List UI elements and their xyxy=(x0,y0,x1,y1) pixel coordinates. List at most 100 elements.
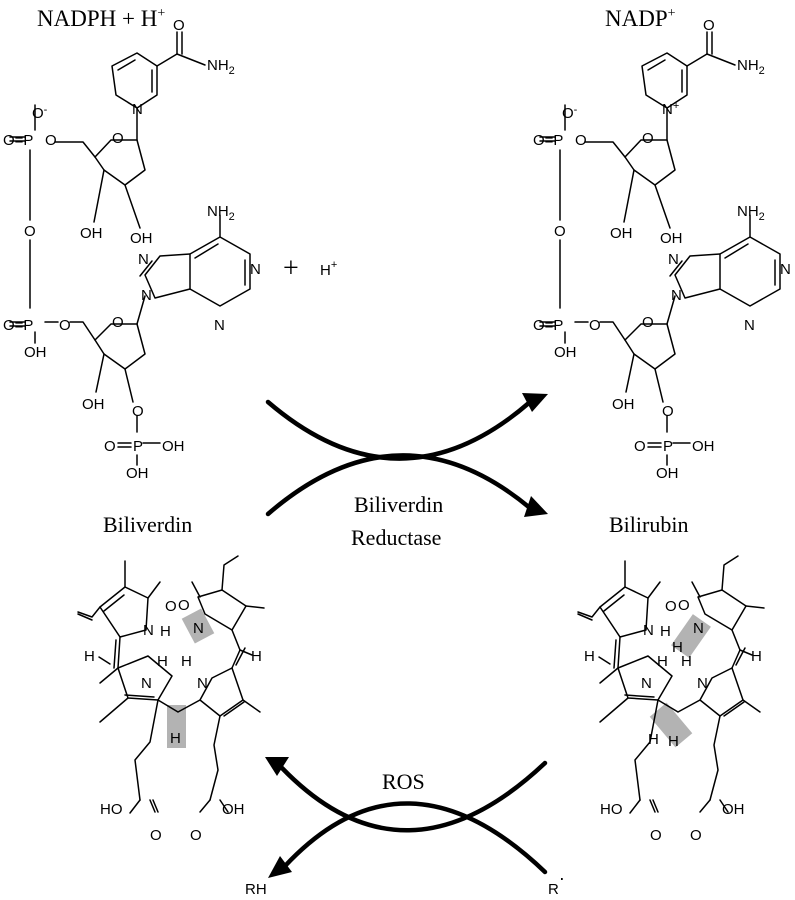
adenine-n7-label: N xyxy=(668,251,679,268)
phosphate-oeqp-label: O=P xyxy=(3,132,33,149)
radical-dot: · xyxy=(559,868,565,888)
adenine-n3-label: N xyxy=(744,317,755,334)
bridge-h-label: H xyxy=(170,730,181,747)
nicotinamide-n-label: N xyxy=(132,101,143,118)
carboxyl-o-label: O xyxy=(690,827,702,844)
enzyme-label-line1: Biliverdin xyxy=(354,492,443,517)
hydroxyl-label: OH xyxy=(554,344,577,361)
lactam-oxygen-label: O xyxy=(165,598,177,615)
nh-highlight xyxy=(671,614,711,658)
svg-text:NADP+: NADP+ xyxy=(605,6,676,31)
nadp-title-sup: + xyxy=(668,6,676,21)
adenine-n1-label: N xyxy=(780,261,791,278)
phosphate-oeqp-label: O=P xyxy=(533,317,563,334)
hydroxyl-label: OH xyxy=(80,225,103,242)
ring-b-n-label: N xyxy=(641,675,652,692)
carboxyl-oh-label: OH xyxy=(222,801,245,818)
meso-h-label: H xyxy=(84,648,95,665)
imine-highlight xyxy=(181,608,215,644)
amide-nh2-label: NH2 xyxy=(207,57,235,77)
enzyme-label-line2: Reductase xyxy=(351,525,441,550)
methine-highlight xyxy=(167,705,186,748)
carbonyl-oxygen-label: O xyxy=(173,17,185,34)
oxygen-label: O xyxy=(132,403,144,420)
ring-oxygen-label: O xyxy=(112,314,124,331)
adenine-n9-label: N xyxy=(141,287,152,304)
ring-d-h-label: H xyxy=(672,639,683,656)
nadph-structure: O- O=P O O N O NH2 OH OH O O=P O OH O OH… xyxy=(3,17,261,482)
biliverdin-label: Biliverdin xyxy=(103,512,192,537)
proton-sup: + xyxy=(331,259,337,271)
lactam-oxygen-label-d: O xyxy=(178,597,190,614)
hydroxyl-label: OH xyxy=(82,396,105,413)
carbonyl-oxygen-label: O xyxy=(703,17,715,34)
carboxyl-ho-label: HO xyxy=(600,801,623,818)
hydroxyl-label: OH xyxy=(610,225,633,242)
adenine-nh2-label: NH2 xyxy=(737,203,765,223)
ring-d-n-label: N xyxy=(193,620,204,637)
ring-oxygen-label: O xyxy=(112,130,124,147)
nadp-title-text: NADP xyxy=(605,6,668,31)
ring-a-n-label: N xyxy=(643,622,654,639)
oxygen-label: O xyxy=(45,132,57,149)
ring-oxygen-label: O xyxy=(642,314,654,331)
carboxyl-o-label: O xyxy=(190,827,202,844)
ros-label: ROS xyxy=(382,769,425,794)
meso-h-label: H xyxy=(751,648,762,665)
methylene-highlight xyxy=(649,702,693,748)
proton-h: H xyxy=(320,262,331,279)
phosphate-oeqp-label: O=P xyxy=(3,317,33,334)
adenine-n3-label: N xyxy=(214,317,225,334)
nadph-title: NADPH + H+ xyxy=(37,6,165,31)
radical-arrow xyxy=(268,801,548,878)
radical-r: R xyxy=(548,881,559,898)
ring-c-h-label: H xyxy=(181,653,192,670)
plus-text: + xyxy=(283,253,299,284)
hydroxyl-label: OH xyxy=(130,230,153,247)
carboxyl-ho-label: HO xyxy=(100,801,123,818)
hydroxyl-label: OH xyxy=(612,396,635,413)
radical-label: R· xyxy=(548,868,565,898)
phosphorus-label: P xyxy=(133,438,143,455)
hydroxyl-label: OH xyxy=(24,344,47,361)
ring-b-h-label: H xyxy=(157,653,168,670)
methylene-h2-label: H xyxy=(668,733,679,750)
bridge-oxygen-label: O xyxy=(24,223,36,240)
bilirubin-label: Bilirubin xyxy=(609,512,688,537)
ring-b-n-label: N xyxy=(141,675,152,692)
phosphorus-label: P xyxy=(663,438,673,455)
ring-a-h-label: H xyxy=(660,623,671,640)
phosphate-o-label: O xyxy=(634,438,646,455)
oxygen-label: O xyxy=(589,317,601,334)
svg-text:H+: H+ xyxy=(320,259,337,279)
adenine-n9-label: N xyxy=(671,287,682,304)
oxygen-label: O xyxy=(662,403,674,420)
phosphate-o-label: O xyxy=(104,438,116,455)
cofactor-arrow xyxy=(265,393,548,461)
nadp-structure: O- O=P O O N+ O NH2 OH OH O O=P O OH O O… xyxy=(533,17,791,482)
meso-h-label: H xyxy=(251,648,262,665)
pyridinium-n-label: N+ xyxy=(662,100,679,118)
nadph-title-sup: + xyxy=(157,6,165,21)
reduction-arrow xyxy=(265,453,548,517)
lactam-oxygen-label: O xyxy=(665,598,677,615)
carboxyl-oh-label: OH xyxy=(722,801,745,818)
rh-label: RH xyxy=(245,881,267,898)
oxidation-arrow xyxy=(265,757,548,833)
bridge-oxygen-label: O xyxy=(554,223,566,240)
biliverdin-structure: O O N H N H H H H N N H HO O OH O xyxy=(77,555,265,844)
carboxyl-o-label: O xyxy=(150,827,162,844)
amide-nh2-label: NH2 xyxy=(737,57,765,77)
oxygen-minus-label: O- xyxy=(32,104,48,122)
meso-h-label: H xyxy=(584,648,595,665)
ring-a-n-label: N xyxy=(143,622,154,639)
oxygen-label: O xyxy=(575,132,587,149)
hydroxyl-label: OH xyxy=(692,438,715,455)
hydroxyl-label: OH xyxy=(162,438,185,455)
ring-c-h-label: H xyxy=(681,653,692,670)
ring-oxygen-label: O xyxy=(642,130,654,147)
proton-label: H+ xyxy=(320,259,337,279)
nadp-title: NADP+ xyxy=(605,6,676,31)
oxygen-label: O xyxy=(59,317,71,334)
